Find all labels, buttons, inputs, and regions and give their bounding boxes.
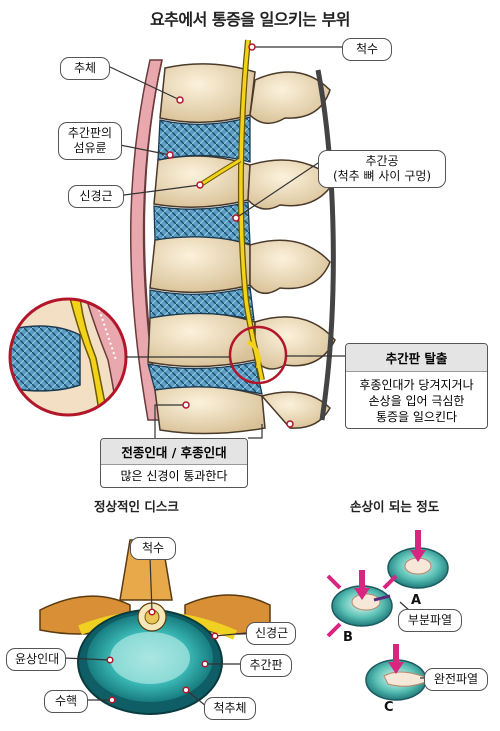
label-nd-nucleus: 수핵 — [44, 690, 88, 713]
label-annulus: 추간판의 섬유륜 — [58, 122, 122, 160]
ligament-heading: 전종인대 / 후종인대 — [101, 439, 247, 465]
zoom-circle — [8, 297, 230, 417]
herniation-box: 추간판 탈출 후종인대가 당겨지거나 손상을 입어 극심한 통증을 일으킨다 — [345, 343, 488, 429]
damage-illustrations — [326, 530, 449, 701]
label-partial-tear: 부분파열 — [398, 609, 462, 632]
damage-letter-b: B — [343, 630, 353, 645]
spine-column — [129, 39, 336, 435]
page-title: 요추에서 통증을 일으키는 부위 — [149, 10, 351, 29]
label-nd-nerve-root: 신경근 — [246, 622, 296, 645]
herniation-body: 후종인대가 당겨지거나 손상을 입어 극심한 통증을 일으킨다 — [359, 378, 474, 424]
ligament-body: 많은 신경이 통과한다 — [120, 469, 228, 483]
label-spinal-cord: 척수 — [342, 38, 392, 61]
normal-disc-leaders — [63, 556, 247, 707]
label-nd-spinal-cord: 척수 — [130, 537, 176, 560]
label-vertebral-body: 추체 — [60, 57, 110, 80]
label-foramen: 추간공 (척추 뼈 사이 구멍) — [318, 150, 446, 188]
ligament-box: 전종인대 / 후종인대 많은 신경이 통과한다 — [100, 438, 248, 488]
herniation-heading: 추간판 탈출 — [346, 344, 487, 372]
label-complete-tear: 완전파열 — [424, 668, 488, 691]
anchor-dots — [166, 43, 294, 428]
normal-disc-illustration — [39, 539, 271, 715]
leader-lines — [109, 46, 345, 439]
damage-letter-a: A — [411, 593, 422, 608]
label-nd-vertebral-body: 척추체 — [204, 697, 256, 720]
damage-subtitle: 손상이 되는 정도 — [350, 499, 440, 514]
normal-disc-dots — [106, 608, 219, 704]
label-nd-disc: 추간판 — [240, 654, 292, 677]
normal-disc-subtitle: 정상적인 디스크 — [94, 499, 179, 514]
label-nerve-root: 신경근 — [68, 185, 124, 208]
damage-letter-c: C — [384, 700, 394, 715]
label-nd-annular-ligament: 윤상인대 — [6, 648, 66, 671]
